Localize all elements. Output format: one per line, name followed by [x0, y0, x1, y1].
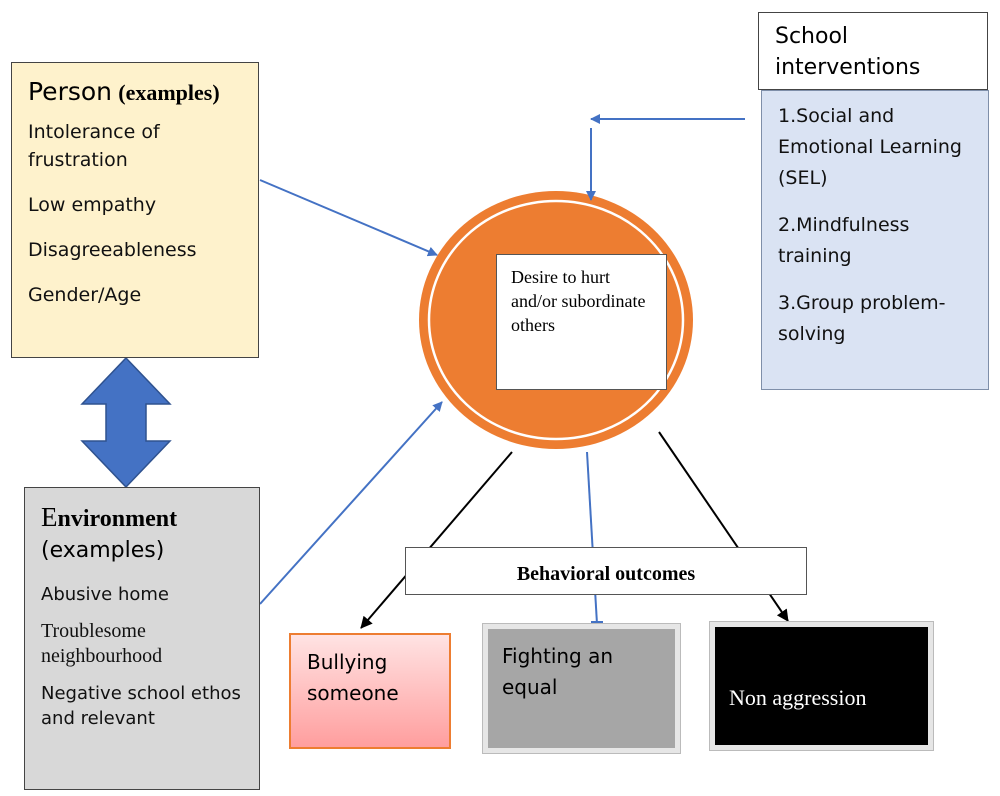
- fighting-outcome-box: Fighting an equal: [483, 624, 680, 753]
- non-aggression-outcome-box: Non aggression: [710, 622, 933, 750]
- person-item: Intolerance of frustration: [28, 121, 160, 171]
- environment-subtitle: (examples): [41, 538, 165, 563]
- school-item: 2.Mindfulness training: [778, 214, 910, 267]
- school-item: 1.Social and Emotional Learning (SEL): [778, 105, 962, 189]
- person-item: Disagreeableness: [28, 239, 197, 261]
- arrow-desire-to-bullying: [360, 451, 513, 629]
- environment-list: Abusive home Troublesome neighbourhood N…: [41, 582, 243, 731]
- person-item: Low empathy: [28, 194, 157, 216]
- behavioral-outcomes-label: Behavioral outcomes: [405, 547, 807, 595]
- environment-title-first: E: [41, 502, 58, 532]
- person-title-paren: (examples): [118, 80, 220, 105]
- environment-title: Environment: [41, 500, 243, 536]
- bullying-outcome-box: Bullying someone: [289, 633, 451, 749]
- person-title-main: Person: [28, 77, 113, 106]
- desire-label: Desire to hurt and/or subordinate others: [496, 254, 667, 390]
- person-list: Intolerance of frustration Low empathy D…: [28, 118, 242, 309]
- environment-box: Environment (examples) Abusive home Trou…: [24, 487, 260, 790]
- arrow-environment-to-desire: [259, 401, 443, 605]
- school-item: 3.Group problem-solving: [778, 292, 946, 345]
- person-title: Person (examples): [28, 77, 242, 108]
- desire-ellipse-inner-ring: [427, 199, 685, 441]
- environment-item: Negative school ethos and relevant: [41, 683, 241, 729]
- environment-item: Troublesome neighbourhood: [41, 620, 163, 667]
- environment-item: Abusive home: [41, 584, 170, 605]
- person-box: Person (examples) Intolerance of frustra…: [11, 62, 259, 358]
- school-interventions-title: School interventions: [758, 12, 988, 90]
- arrow-desire-to-fighting: [586, 451, 598, 625]
- arrow-person-to-desire: [259, 179, 438, 257]
- school-interventions-list: 1.Social and Emotional Learning (SEL) 2.…: [761, 90, 989, 390]
- person-item: Gender/Age: [28, 284, 142, 306]
- bidirectional-arrow: [80, 356, 172, 489]
- environment-title-rest: nvironment: [57, 506, 178, 532]
